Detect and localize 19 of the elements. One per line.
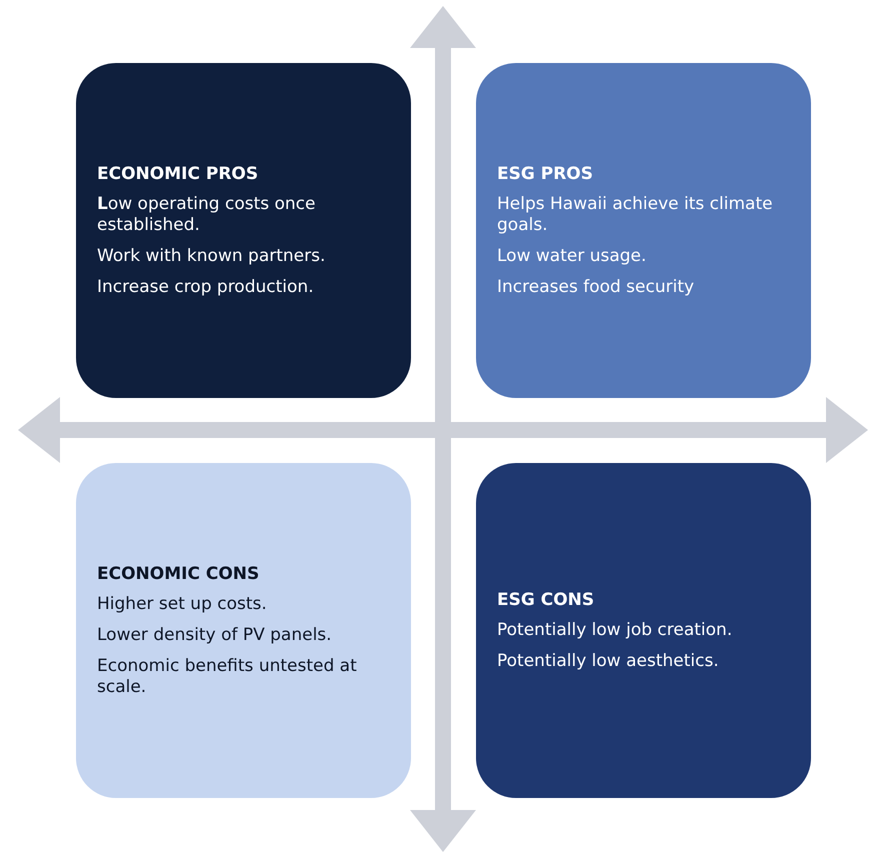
card-text: Low operating costs once established. [97,194,316,236]
card-heading: ECONOMIC PROS [97,164,260,184]
card-text: Higher set up costs. [97,594,268,614]
card-text: Lower density of PV panels. [97,624,333,646]
quadrant-card [476,63,811,398]
quadrant-card [476,463,811,798]
card-text: Increase crop production. [97,276,315,298]
card-text: Potentially low job creation. [497,620,734,640]
card-text: Low water usage. [497,246,648,266]
card-heading: ESG PROS [497,164,594,184]
card-heading: ECONOMIC CONS [97,564,260,584]
card-text: Work with known partners. [97,246,326,266]
card-text: Potentially low aesthetics. [497,650,720,672]
card-text: Economic benefits untested at scale. [97,656,358,698]
quadrant-card [76,63,411,398]
card-text: Increases food security [497,276,696,298]
card-heading: ESG CONS [497,590,596,610]
card-text: Helps Hawaii achieve its climate goals. [497,194,774,236]
quadrant-card [76,463,411,798]
